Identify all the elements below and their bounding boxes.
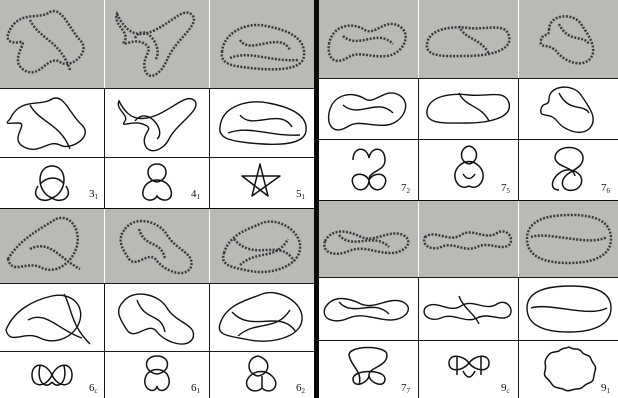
grid-line — [209, 88, 210, 208]
grid-line — [104, 283, 105, 398]
tracing-6-1 — [105, 284, 209, 351]
panel-separator — [0, 208, 314, 209]
panel-left-bottom: 6c 61 62 — [0, 209, 314, 398]
knot-label-9-c: 9c — [501, 383, 510, 397]
knot-label-4-1: 41 — [191, 189, 200, 203]
grid-line — [319, 277, 618, 278]
knot-label-6-c: 6c — [89, 383, 98, 397]
knot-label-6-2: 62 — [296, 383, 305, 397]
tracing-9-c — [419, 278, 518, 340]
knot-label-3-1: 31 — [89, 189, 98, 203]
micrograph-7-6 — [519, 0, 618, 78]
grid-line — [319, 78, 618, 79]
tracing-5-1 — [210, 89, 314, 157]
panel-right-bottom: 77 9c 91 — [319, 201, 618, 398]
micrograph-6-2 — [210, 209, 314, 283]
tracing-7-7 — [319, 278, 418, 340]
grid-line — [0, 283, 314, 284]
grid-line — [0, 351, 314, 352]
micrograph-9-1 — [519, 201, 618, 277]
micrograph-9-c — [419, 201, 518, 277]
tracing-6-c — [0, 284, 104, 351]
micrograph-3-1 — [0, 0, 104, 88]
tracing-6-2 — [210, 284, 314, 351]
center-divider — [314, 0, 319, 398]
grid-line — [518, 277, 519, 398]
grid-line — [518, 78, 519, 200]
grid-line — [0, 88, 314, 89]
tracing-4-1 — [105, 89, 209, 157]
knot-label-7-5: 75 — [501, 183, 510, 197]
micrograph-5-1 — [210, 0, 314, 88]
grid-line — [209, 283, 210, 398]
tracing-3-1 — [0, 89, 104, 157]
knot-label-7-6: 76 — [601, 183, 610, 197]
tracing-7-5 — [419, 79, 518, 139]
tracing-7-6 — [519, 79, 618, 139]
tracing-7-2 — [319, 79, 418, 139]
knot-label-7-2: 72 — [401, 183, 410, 197]
panel-left-top: 31 41 51 — [0, 0, 314, 208]
grid-line — [418, 78, 419, 200]
grid-line — [0, 157, 314, 158]
micrograph-7-5 — [419, 0, 518, 78]
grid-line — [319, 340, 618, 341]
panel-right-top: 72 75 76 — [319, 0, 618, 200]
knot-label-5-1: 51 — [296, 189, 305, 203]
micrograph-6-c — [0, 209, 104, 283]
micrograph-7-7 — [319, 201, 418, 277]
knot-label-9-1: 91 — [601, 383, 610, 397]
micrograph-7-2 — [319, 0, 418, 78]
micrograph-6-1 — [105, 209, 209, 283]
knot-label-7-7: 77 — [401, 383, 410, 397]
knot-label-6-1: 61 — [191, 383, 200, 397]
grid-line — [104, 88, 105, 208]
tracing-9-1 — [519, 278, 618, 340]
grid-line — [418, 277, 419, 398]
micrograph-4-1 — [105, 0, 209, 88]
grid-line — [319, 139, 618, 140]
